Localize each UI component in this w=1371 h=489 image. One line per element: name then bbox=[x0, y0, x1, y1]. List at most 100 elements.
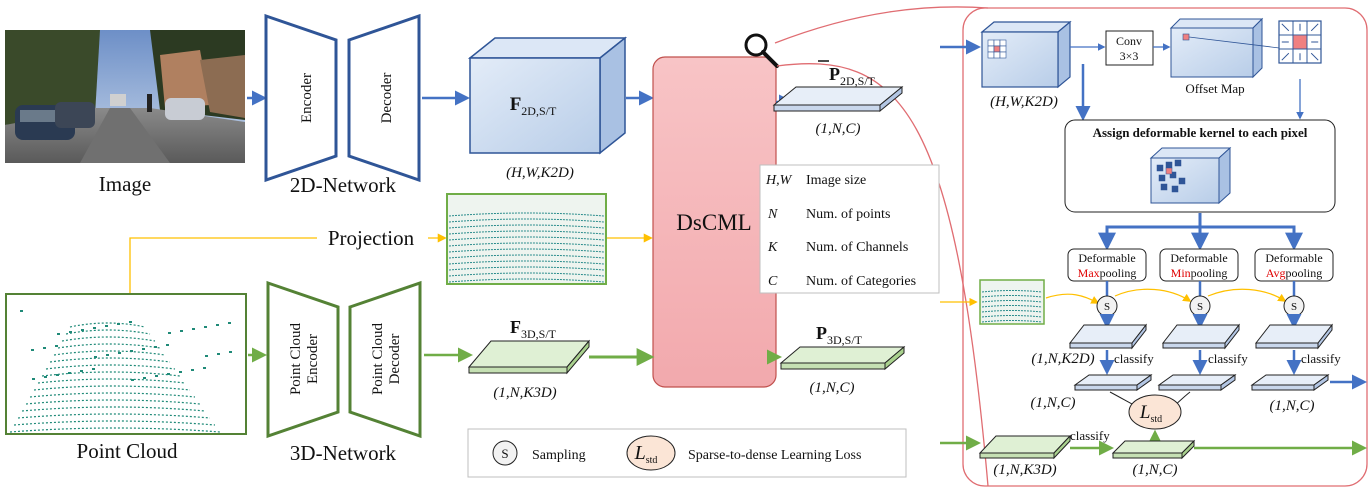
svg-text:Avgpooling: Avgpooling bbox=[1266, 266, 1322, 280]
net3d-caption: 3D-Network bbox=[290, 441, 397, 465]
f3d-dims: (1,N,K3D) bbox=[493, 385, 556, 401]
svg-text:S: S bbox=[1104, 301, 1110, 313]
c3d-dims: (1,N,C) bbox=[1133, 462, 1178, 478]
svg-text:Num. of Channels: Num. of Channels bbox=[806, 240, 908, 255]
svg-text:S: S bbox=[1197, 301, 1203, 313]
maxpool-box: Deformable Maxpooling bbox=[1067, 248, 1147, 282]
classify-label: classify bbox=[1208, 351, 1248, 366]
panel-feature-dims: (H,W,K2D) bbox=[990, 94, 1058, 110]
svg-text:Maxpooling: Maxpooling bbox=[1078, 266, 1137, 280]
p3d-plate bbox=[779, 345, 906, 371]
k3d-plate bbox=[978, 434, 1072, 460]
c3d-plate bbox=[1111, 439, 1196, 460]
p2d-label: P2D,S/T bbox=[829, 64, 876, 88]
deformable-kernel-icon bbox=[1278, 20, 1322, 64]
legend-row: C Num. of Categories bbox=[768, 274, 916, 289]
k2d-dims: (1,N,K2D) bbox=[1031, 351, 1094, 367]
arrow-to-maxpool bbox=[1098, 213, 1202, 251]
pointcloud-caption: Point Cloud bbox=[77, 439, 178, 463]
minpool-box: Deformable Minpooling bbox=[1159, 248, 1239, 282]
loss-symbol-icon bbox=[626, 435, 676, 471]
classify-label: classify bbox=[1301, 351, 1341, 366]
k2d-feature-plate bbox=[1254, 323, 1334, 350]
decoder-2d bbox=[347, 13, 421, 183]
f3d-plate bbox=[467, 339, 591, 375]
projected-image bbox=[446, 193, 607, 285]
projection-line bbox=[129, 237, 317, 293]
decoder-3d bbox=[348, 280, 422, 439]
svg-text:H,W: H,W bbox=[765, 173, 793, 188]
zoom-line-top bbox=[774, 6, 989, 44]
conv-label-2: 3×3 bbox=[1120, 49, 1139, 63]
encoder-3d-label-1: Point Cloud bbox=[288, 322, 304, 395]
point-cloud-image bbox=[5, 293, 247, 435]
zoom-line-bottom bbox=[776, 63, 989, 487]
loss-node bbox=[1128, 394, 1182, 430]
conv-box bbox=[1105, 30, 1154, 66]
decoder-3d-label-2: Decoder bbox=[387, 334, 403, 385]
street-image bbox=[5, 30, 245, 163]
assign-cube-icon bbox=[1149, 146, 1232, 205]
svg-text:K: K bbox=[767, 240, 778, 255]
sampling-symbol-icon bbox=[492, 440, 518, 466]
svg-text:Deformable: Deformable bbox=[1170, 251, 1227, 265]
conv-label-1: Conv bbox=[1116, 34, 1142, 48]
symbol-legend bbox=[467, 428, 907, 478]
class-score-plate bbox=[1250, 374, 1330, 391]
classify-label-3d: classify bbox=[1070, 428, 1110, 443]
image-caption: Image bbox=[99, 172, 151, 196]
k2d-feature-plate bbox=[1161, 323, 1241, 350]
assign-kernel-label: Assign deformable kernel to each pixel bbox=[1093, 125, 1308, 140]
offset-map-label: Offset Map bbox=[1185, 81, 1244, 96]
p3d-dims: (1,N,C) bbox=[810, 380, 855, 396]
variable-legend bbox=[759, 164, 940, 294]
class-score-plate bbox=[1157, 374, 1237, 391]
f2d-feature-cube bbox=[467, 36, 628, 155]
arrow-yellow-s1 bbox=[1045, 293, 1100, 304]
class-score-plate bbox=[1073, 374, 1153, 391]
projection-label: Projection bbox=[328, 226, 415, 250]
svg-text:Num. of points: Num. of points bbox=[806, 207, 890, 222]
svg-text:S: S bbox=[1291, 301, 1297, 313]
legend-row: N Num. of points bbox=[767, 207, 890, 222]
sampling-desc: Sampling bbox=[532, 448, 586, 463]
decoder-2d-label: Decoder bbox=[379, 73, 395, 124]
arrow-yellow-s3 bbox=[1207, 288, 1287, 302]
avgpool-box: Deformable Avgpooling bbox=[1254, 248, 1334, 282]
legend-row: K Num. of Channels bbox=[767, 240, 908, 255]
sampling-node: S bbox=[1096, 295, 1118, 317]
loss-symbol: Lstd bbox=[634, 442, 658, 466]
magnifier-icon bbox=[744, 33, 779, 68]
offset-map bbox=[1169, 17, 1297, 79]
c-dims-right: (1,N,C) bbox=[1270, 398, 1315, 414]
panel-feature-cube bbox=[980, 20, 1072, 89]
sampling-node: S bbox=[1189, 295, 1211, 317]
k3d-dims: (1,N,K3D) bbox=[993, 462, 1056, 478]
panel-projected-image bbox=[979, 279, 1045, 325]
svg-text:Image size: Image size bbox=[806, 173, 866, 188]
p3d-label: P3D,S/T bbox=[816, 323, 863, 347]
arrow-yellow-s2 bbox=[1114, 288, 1192, 302]
svg-text:N: N bbox=[767, 207, 778, 222]
dscml-label: DsCML bbox=[676, 210, 751, 235]
encoder-2d bbox=[264, 13, 338, 183]
k2d-feature-plate bbox=[1068, 323, 1148, 350]
svg-text:Deformable: Deformable bbox=[1265, 251, 1322, 265]
svg-text:Deformable: Deformable bbox=[1078, 251, 1135, 265]
legend-row: H,W Image size bbox=[765, 173, 866, 188]
p2d-dims: (1,N,C) bbox=[816, 121, 861, 137]
f3d-label: F3D,S/T bbox=[510, 317, 557, 341]
classify-label: classify bbox=[1114, 351, 1154, 366]
net2d-caption: 2D-Network bbox=[290, 173, 397, 197]
decoder-3d-label-1: Point Cloud bbox=[370, 322, 386, 395]
sampling-node: S bbox=[1283, 295, 1305, 317]
encoder-2d-label: Encoder bbox=[299, 73, 315, 123]
loss-desc: Sparse-to-dense Learning Loss bbox=[688, 448, 861, 463]
svg-text:Minpooling: Minpooling bbox=[1171, 266, 1228, 280]
arrow-to-avgpool bbox=[1200, 225, 1303, 251]
f2d-label: F2D,S/T bbox=[510, 94, 557, 118]
loss-node-label: Lstd bbox=[1139, 402, 1162, 425]
encoder-3d bbox=[266, 280, 340, 439]
c-dims-left: (1,N,C) bbox=[1031, 395, 1076, 411]
